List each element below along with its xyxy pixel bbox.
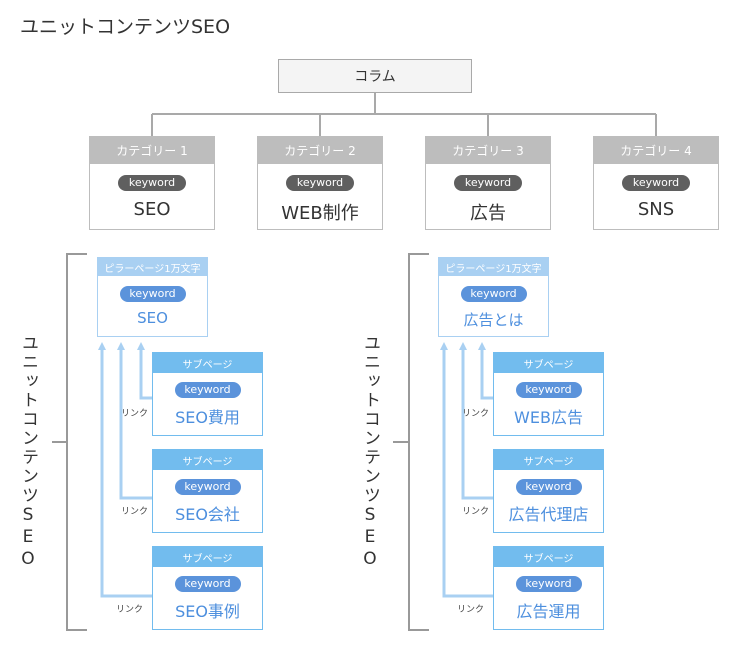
subpage-name: SEO費用 — [175, 408, 240, 427]
category-name: SNS — [637, 199, 675, 220]
keyword-pill: keyword — [515, 479, 582, 495]
keyword-pill: keyword — [515, 382, 582, 398]
subpage-box: サブページ keyword SEO事例 — [152, 546, 263, 630]
subpage-box: サブページ keyword SEO費用 — [152, 352, 263, 436]
subpage-box: サブページ keyword 広告代理店 — [493, 449, 604, 533]
link-arrow — [137, 342, 152, 400]
bracket-right — [393, 253, 429, 631]
link-arrow — [459, 342, 493, 500]
pillar-name: 広告とは — [463, 311, 524, 329]
link-arrow — [117, 342, 152, 500]
category-box-1: カテゴリー 1 keyword SEO — [89, 136, 215, 230]
subpage-name: 広告代理店 — [508, 505, 589, 524]
link-arrow — [478, 342, 493, 400]
link-arrow — [440, 342, 493, 598]
link-arrow — [98, 342, 152, 598]
subpage-header: サブページ — [153, 353, 262, 373]
subpage-header: サブページ — [153, 450, 262, 470]
pillar-header: ピラーページ1万文字 — [98, 258, 207, 276]
keyword-pill: keyword — [622, 175, 690, 191]
subpage-box: サブページ keyword 広告運用 — [493, 546, 604, 630]
subpage-box: サブページ keyword WEB広告 — [493, 352, 604, 436]
keyword-pill: keyword — [174, 479, 241, 495]
subpage-box: サブページ keyword SEO会社 — [152, 449, 263, 533]
subpage-header: サブページ — [494, 547, 603, 567]
root-node: コラム — [278, 59, 472, 93]
link-label: リンク — [116, 605, 144, 615]
category-box-4: カテゴリー 4 keyword SNS — [593, 136, 719, 230]
keyword-pill: keyword — [286, 175, 354, 191]
category-header: カテゴリー 2 — [258, 137, 382, 164]
category-name: WEB制作 — [281, 203, 359, 224]
bracket-left — [52, 253, 87, 631]
link-label: リンク — [462, 409, 490, 419]
link-label: リンク — [121, 507, 149, 517]
unit-side-label: ユニットコンテンツSEO — [18, 334, 38, 571]
pillar-page-box: ピラーページ1万文字 keyword SEO — [97, 257, 208, 337]
subpage-header: サブページ — [153, 547, 262, 567]
keyword-pill: keyword — [119, 286, 186, 302]
category-header: カテゴリー 4 — [594, 137, 718, 164]
category-name: 広告 — [470, 203, 506, 224]
subpage-name: WEB広告 — [514, 408, 583, 427]
category-header: カテゴリー 1 — [90, 137, 214, 164]
subpage-name: 広告運用 — [516, 602, 581, 621]
keyword-pill: keyword — [454, 175, 522, 191]
keyword-pill: keyword — [118, 175, 186, 191]
link-label: リンク — [457, 605, 485, 615]
subpage-name: SEO会社 — [175, 505, 240, 524]
subpage-header: サブページ — [494, 450, 603, 470]
category-box-2: カテゴリー 2 keyword WEB制作 — [257, 136, 383, 230]
keyword-pill: keyword — [460, 286, 527, 302]
category-header: カテゴリー 3 — [426, 137, 550, 164]
category-box-3: カテゴリー 3 keyword 広告 — [425, 136, 551, 230]
category-tree-lines — [151, 93, 657, 136]
pillar-name: SEO — [137, 309, 168, 327]
subpage-header: サブページ — [494, 353, 603, 373]
unit-side-label: ユニットコンテンツSEO — [360, 334, 380, 571]
pillar-page-box: ピラーページ1万文字 keyword 広告とは — [438, 257, 549, 337]
keyword-pill: keyword — [174, 576, 241, 592]
pillar-header: ピラーページ1万文字 — [439, 258, 548, 276]
link-label: リンク — [121, 409, 149, 419]
category-name: SEO — [133, 199, 171, 220]
keyword-pill: keyword — [174, 382, 241, 398]
subpage-name: SEO事例 — [175, 602, 240, 621]
link-label: リンク — [462, 507, 490, 517]
page-title: ユニットコンテンツSEO — [20, 16, 231, 38]
keyword-pill: keyword — [515, 576, 582, 592]
